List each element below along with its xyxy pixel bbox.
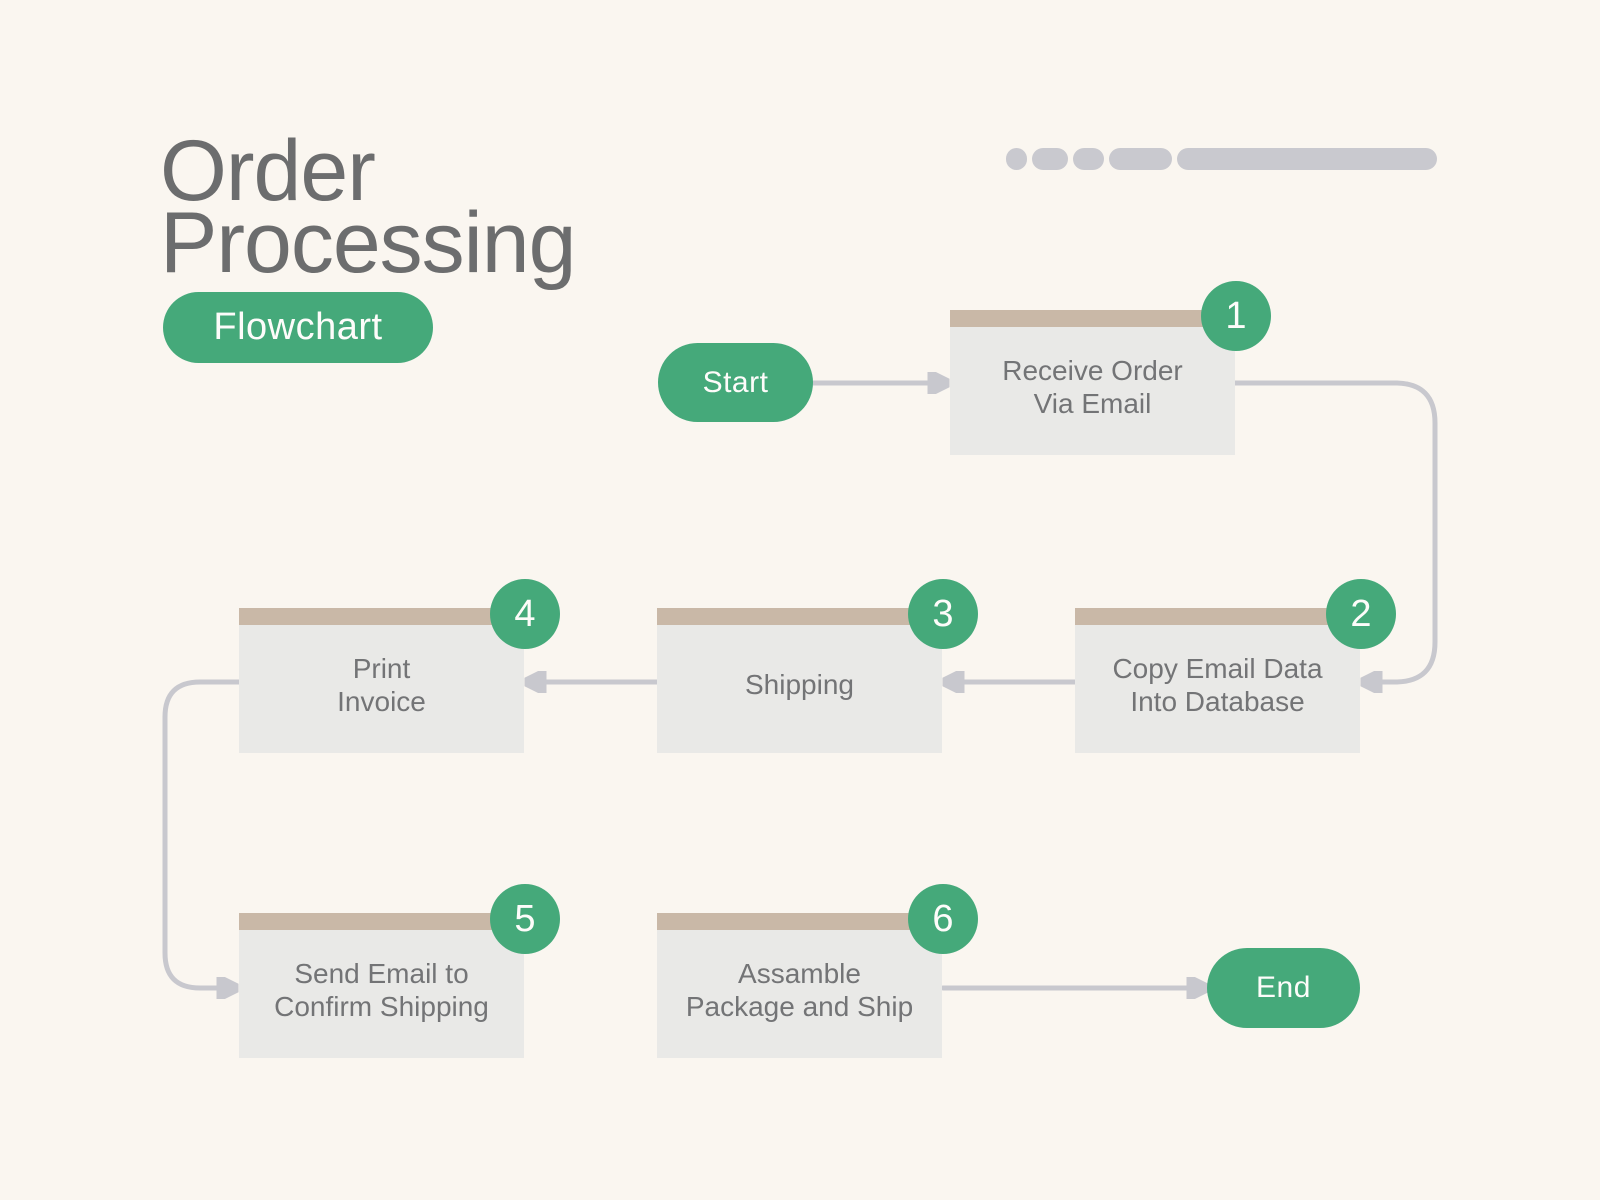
step-label: Copy Email Data Into Database bbox=[1075, 608, 1360, 753]
step-node-2: Copy Email Data Into Database 2 bbox=[1075, 579, 1396, 753]
step-label-line: Print bbox=[352, 652, 411, 684]
decor-dot-icon bbox=[1006, 148, 1027, 170]
step-label-line: Confirm Shipping bbox=[274, 990, 489, 1022]
step-label: Assamble Package and Ship bbox=[657, 913, 942, 1058]
step-label-line: Assamble bbox=[738, 957, 861, 989]
step-number-badge: 4 bbox=[490, 579, 560, 649]
step-number-badge: 5 bbox=[490, 884, 560, 954]
step-node-6: Assamble Package and Ship 6 bbox=[657, 884, 978, 1058]
page-title-line-1: Order bbox=[160, 123, 376, 219]
step-node-5: Send Email to Confirm Shipping 5 bbox=[239, 884, 560, 1058]
step-topbar bbox=[657, 913, 942, 930]
decor-pill-icon bbox=[1032, 148, 1068, 170]
step-label: Print Invoice bbox=[239, 608, 524, 753]
start-node-label: Start bbox=[702, 365, 769, 399]
step-number-badge: 2 bbox=[1326, 579, 1396, 649]
step-node-1: Receive Order Via Email 1 bbox=[950, 281, 1271, 455]
step-label-line: Into Database bbox=[1130, 685, 1305, 717]
step-label-line: Copy Email Data bbox=[1112, 652, 1323, 684]
page-title-line-2: Processing bbox=[160, 195, 576, 291]
end-node: End bbox=[1207, 948, 1360, 1028]
step-label-line: Send Email to bbox=[294, 957, 469, 989]
step-label-line: Invoice bbox=[337, 685, 426, 717]
step-number-badge: 3 bbox=[908, 579, 978, 649]
step-topbar bbox=[950, 310, 1235, 327]
decor-bar-icon bbox=[1177, 148, 1437, 170]
step-label-line: Receive Order bbox=[1002, 354, 1183, 386]
step-number-badge: 6 bbox=[908, 884, 978, 954]
decor-pill-icon bbox=[1073, 148, 1104, 170]
step-topbar bbox=[239, 913, 524, 930]
step-label-line: Shipping bbox=[745, 669, 854, 700]
step-label: Shipping bbox=[657, 608, 942, 753]
step-topbar bbox=[239, 608, 524, 625]
step-label: Send Email to Confirm Shipping bbox=[239, 913, 524, 1058]
page-title: Order Processing bbox=[160, 123, 576, 291]
start-node: Start bbox=[658, 343, 813, 422]
edge-step4-to-step5 bbox=[162, 679, 242, 988]
step-label-line: Via Email bbox=[1033, 387, 1152, 419]
step-topbar bbox=[1075, 608, 1360, 625]
step-label-line: Package and Ship bbox=[685, 990, 914, 1022]
end-node-label: End bbox=[1256, 971, 1311, 1004]
step-topbar bbox=[657, 608, 942, 625]
decorative-progress-dots bbox=[1006, 148, 1437, 170]
step-label: Receive Order Via Email bbox=[950, 310, 1235, 455]
step-node-3: Shipping 3 bbox=[657, 579, 978, 753]
step-node-4: Print Invoice 4 bbox=[239, 579, 560, 753]
flowchart-tag-badge: Flowchart bbox=[163, 292, 433, 363]
step-number-badge: 1 bbox=[1201, 281, 1271, 351]
decor-pill-icon bbox=[1109, 148, 1172, 170]
